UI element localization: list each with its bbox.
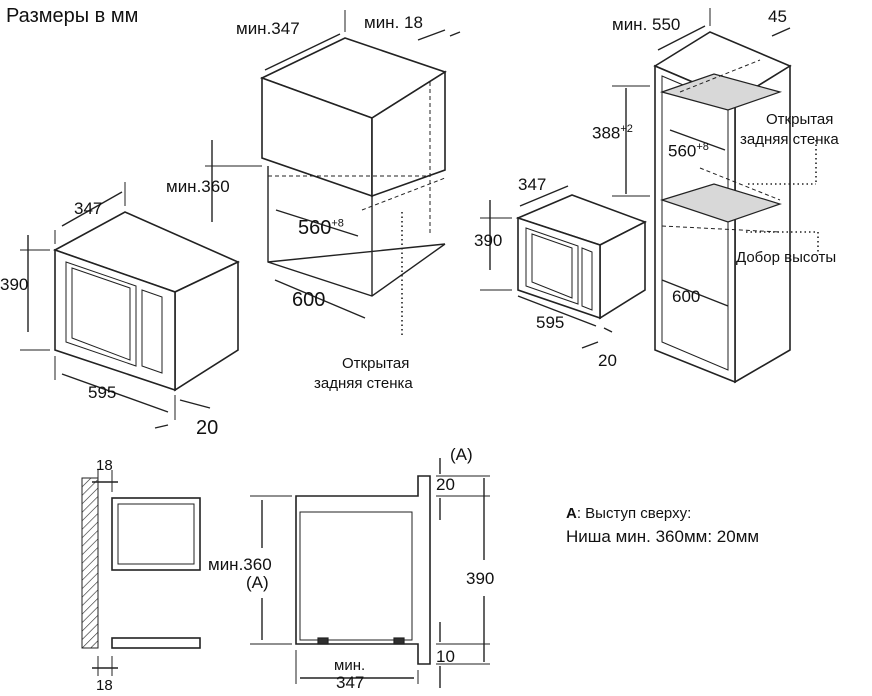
v1-width-label: 595 xyxy=(88,383,117,402)
microwave-control-panel xyxy=(141,289,163,374)
section-dim20-label: 20 xyxy=(436,475,455,494)
page-title: Размеры в мм xyxy=(6,5,139,27)
built-in-microwave-section xyxy=(295,475,431,665)
microwave-view-3 xyxy=(480,185,647,349)
v3-front-label: 20 xyxy=(598,351,617,370)
v2-open-back-line2: задняя стенка xyxy=(314,375,413,392)
v2-width-value: 560 xyxy=(298,217,332,239)
v4-height-value: 388 xyxy=(592,123,621,143)
v4-width-label: 560+8 xyxy=(668,142,709,160)
v2-open-back-line1: Открытая xyxy=(342,355,410,372)
v1-front-label: 20 xyxy=(196,417,219,439)
v3-depth-label: 347 xyxy=(518,175,547,194)
section-min-label: мин. xyxy=(334,657,366,674)
section-top18-label: 18 xyxy=(96,457,113,474)
microwave-3-front xyxy=(517,216,601,320)
v1-depth-label: 347 xyxy=(74,199,103,218)
note-line1: А: Выступ сверху: xyxy=(566,506,691,521)
section-dim390-label: 390 xyxy=(466,569,495,588)
section-a-label: (A) xyxy=(246,573,269,592)
v4-open-back-line2: задняя стенка xyxy=(740,131,839,148)
v2-width-tol: +8 xyxy=(331,217,344,230)
v4-back-label: 45 xyxy=(768,7,787,26)
v4-height-label: 388+2 xyxy=(592,124,633,142)
v4-outer-width-label: 600 xyxy=(672,287,701,306)
tall-cabinet-front xyxy=(654,64,736,384)
niche-view-2 xyxy=(205,10,461,338)
note-a-bold: А xyxy=(566,505,577,522)
v4-width-tol: +8 xyxy=(696,141,709,153)
v4-width-value: 560 xyxy=(668,141,697,161)
note-line1-rest: : Выступ сверху: xyxy=(576,505,692,522)
section-a-top-label: (A) xyxy=(450,445,473,464)
v4-open-back-line1: Открытая xyxy=(766,111,834,128)
tall-cabinet-view-4 xyxy=(612,8,819,384)
section-min347-label: 347 xyxy=(336,673,365,692)
lower-shelf-section xyxy=(111,637,201,649)
v4-height-add-label: Добор высоты xyxy=(736,249,837,266)
v1-height-label: 390 xyxy=(0,275,29,294)
v2-min-depth-label: мин.347 xyxy=(236,19,300,38)
v4-height-tol: +2 xyxy=(620,123,633,135)
v2-min-height-label: мин.360 xyxy=(166,177,230,196)
note-line2: Ниша мин. 360мм: 20мм xyxy=(566,527,760,546)
upper-cabinet-section xyxy=(111,497,201,571)
v3-height-label: 390 xyxy=(474,231,503,250)
v3-width-label: 595 xyxy=(536,313,565,332)
niche-cabinet-side xyxy=(371,70,446,198)
v2-min18-label: мин. 18 xyxy=(364,13,423,32)
microwave-view-1 xyxy=(20,182,240,429)
wall-hatch xyxy=(81,477,99,649)
section-views xyxy=(81,458,490,688)
section-min360-label: мин.360 xyxy=(208,555,272,574)
v2-width-label: 560+8 xyxy=(298,218,344,238)
microwave-door-window xyxy=(65,261,137,367)
section-dim10-label: 10 xyxy=(436,647,455,666)
v2-outer-width-label: 600 xyxy=(292,289,326,311)
v4-min-depth-label: мин. 550 xyxy=(612,15,681,34)
section-bottom18-label: 18 xyxy=(96,677,113,694)
microwave-front xyxy=(54,248,176,392)
